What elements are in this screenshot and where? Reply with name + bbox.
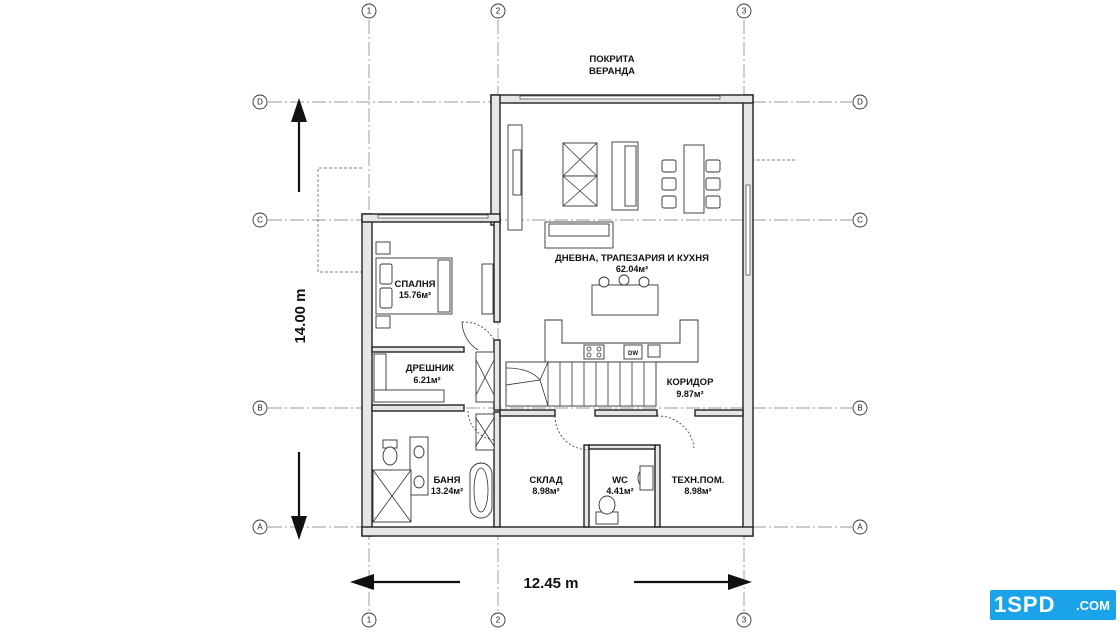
veranda-label-line1: ПОКРИТА xyxy=(589,54,634,65)
svg-text:B: B xyxy=(857,404,862,413)
svg-text:C: C xyxy=(857,216,863,225)
grid-bubble-col-1-bottom: 1 xyxy=(361,612,377,628)
grid-bubble-col-2-bottom: 2 xyxy=(490,612,506,628)
svg-text:1: 1 xyxy=(367,7,372,16)
svg-text:2: 2 xyxy=(496,7,501,16)
bedroom-name: СПАЛНЯ xyxy=(394,279,435,290)
grid-bubble-row-d-left: D xyxy=(252,94,268,110)
roof-overhang-outline xyxy=(317,167,362,273)
wardrobe-bedroom xyxy=(481,263,494,315)
grid-lines xyxy=(268,20,852,612)
svg-text:A: A xyxy=(857,523,863,532)
svg-text:D: D xyxy=(857,98,863,107)
kitchen-counter xyxy=(544,319,699,363)
dishwasher-label: DW xyxy=(628,351,638,357)
logo-text: 1SPD xyxy=(994,592,1056,617)
svg-text:B: B xyxy=(257,404,262,413)
door-swings xyxy=(461,321,695,451)
living-room-area: 62.04м² xyxy=(616,264,648,274)
bed xyxy=(375,241,453,329)
dimension-arrow-vertical xyxy=(291,98,307,540)
grid-bubble-row-c-right: C xyxy=(852,212,868,228)
grid-bubble-col-2-top: 2 xyxy=(490,3,506,19)
grid-bubble-row-b-right: B xyxy=(852,400,868,416)
svg-text:D: D xyxy=(257,98,263,107)
svg-text:C: C xyxy=(257,216,263,225)
bathroom-name: БАНЯ xyxy=(433,475,460,486)
storage-name: СКЛАД xyxy=(529,475,563,486)
fireplace xyxy=(512,149,522,196)
svg-text:1: 1 xyxy=(367,616,372,625)
dining-table xyxy=(661,144,721,214)
staircase xyxy=(505,361,657,407)
coffee-table xyxy=(562,142,598,207)
dimension-arrow-horizontal xyxy=(350,574,752,590)
sofa-bottom xyxy=(544,221,614,249)
kitchen-island xyxy=(591,274,659,316)
sofa-right xyxy=(611,141,639,211)
grid-bubble-col-1-top: 1 xyxy=(361,3,377,19)
bathroom-fixtures xyxy=(372,436,493,523)
grid-bubble-row-b-left: B xyxy=(252,400,268,416)
corridor-name: КОРИДОР xyxy=(667,377,715,388)
tech-room-area: 8.98м² xyxy=(684,486,711,496)
grid-bubble-col-3-bottom: 3 xyxy=(736,612,752,628)
wc-area: 4.41м² xyxy=(606,486,633,496)
svg-text:3: 3 xyxy=(742,7,747,16)
closet-area: 6.21м² xyxy=(413,375,440,385)
living-room-name: ДНЕВНА, ТРАПЕЗАРИЯ И КУХНЯ xyxy=(555,253,709,264)
wc-fixtures xyxy=(595,465,654,525)
closet-name: ДРЕШНИК xyxy=(406,363,455,374)
grid-bubble-row-d-right: D xyxy=(852,94,868,110)
storage-area: 8.98м² xyxy=(532,486,559,496)
walls xyxy=(361,94,754,537)
dimension-horizontal-label: 12.45 m xyxy=(523,575,578,592)
svg-text:2: 2 xyxy=(496,616,501,625)
dimension-vertical-label: 14.00 m xyxy=(292,288,309,343)
bathroom-area: 13.24м² xyxy=(431,486,463,496)
veranda-label-line2: ВЕРАНДА xyxy=(589,66,635,77)
grid-bubble-col-3-top: 3 xyxy=(736,3,752,19)
bedroom-area: 15.76м² xyxy=(399,290,431,300)
grid-bubble-row-a-right: A xyxy=(852,519,868,535)
tech-room-name: ТЕХН.ПОМ. xyxy=(672,475,725,486)
logo-domain: .COM xyxy=(1076,598,1110,613)
corridor-area: 9.87м² xyxy=(676,389,703,399)
grid-bubble-row-a-left: A xyxy=(252,519,268,535)
wc-name: WC xyxy=(612,475,628,486)
closet-shelves xyxy=(373,351,495,451)
svg-text:A: A xyxy=(257,523,263,532)
site-logo: 1SPD .COM xyxy=(990,590,1116,620)
grid-bubble-row-c-left: C xyxy=(252,212,268,228)
svg-text:3: 3 xyxy=(742,616,747,625)
